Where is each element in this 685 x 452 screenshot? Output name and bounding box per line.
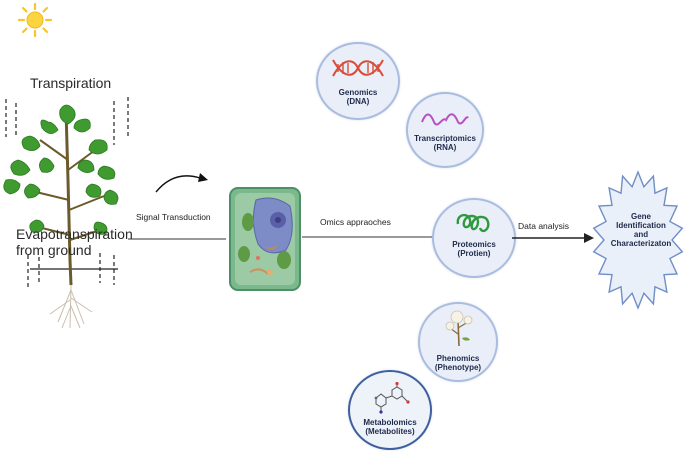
result-line1: Gene	[630, 212, 651, 221]
omic-name: Proteomics	[452, 240, 496, 249]
result-starburst	[592, 170, 684, 310]
result-line2: Identification	[616, 221, 666, 230]
result-line3: and	[633, 230, 649, 239]
result-label: Gene Identification and Characterizaton	[605, 212, 677, 248]
sun-icon	[17, 2, 53, 38]
connector-cell-omics	[302, 236, 434, 238]
genomics-circle: Genomics (DNA)	[316, 42, 400, 120]
evapotranspiration-label: Evapotranspiration from ground	[16, 226, 133, 258]
phenotype-plant-icon	[445, 310, 473, 347]
omic-sub: (Metabolites)	[365, 427, 415, 436]
phenomics-label: Phenomics (Phenotype)	[420, 354, 496, 372]
data-analysis-label: Data analysis	[518, 221, 570, 231]
evapo-line1: Evapotranspiration	[16, 226, 133, 242]
rna-icon	[421, 113, 469, 126]
metabolomics-circle: Metabolomics (Metabolites)	[348, 370, 432, 450]
plant-cell-illustration	[229, 187, 301, 291]
omic-sub: (DNA)	[346, 97, 370, 106]
transcriptomics-label: Transcriptomics (RNA)	[408, 134, 482, 152]
proteomics-circle: Proteomics (Protien)	[432, 198, 516, 278]
curved-arrow-icon	[155, 173, 208, 193]
omics-approaches-label: Omics appraoches	[320, 217, 391, 227]
molecule-icon	[374, 382, 410, 414]
omic-sub: (RNA)	[433, 143, 457, 152]
genomics-label: Genomics (DNA)	[318, 88, 398, 106]
omic-name: Metabolomics	[363, 418, 417, 427]
arrow-to-result-icon	[512, 233, 594, 243]
omic-sub: (Phenotype)	[434, 363, 482, 372]
signal-transduction-label: Signal Transduction	[136, 212, 211, 222]
connector-plant-cell	[128, 238, 226, 240]
phenomics-circle: Phenomics (Phenotype)	[418, 302, 498, 382]
dna-icon	[332, 59, 384, 77]
metabolomics-label: Metabolomics (Metabolites)	[350, 418, 430, 436]
transcriptomics-circle: Transcriptomics (RNA)	[406, 92, 484, 168]
omic-sub: (Protien)	[457, 249, 491, 258]
omic-name: Transcriptomics	[414, 134, 476, 143]
evapo-line2: from ground	[16, 242, 92, 258]
omic-name: Genomics	[338, 88, 378, 97]
protein-icon	[456, 213, 490, 233]
plant-illustration	[3, 104, 119, 329]
omic-name: Phenomics	[436, 354, 480, 363]
proteomics-label: Proteomics (Protien)	[434, 240, 514, 258]
vapor-dashes	[5, 97, 129, 287]
result-line4: Characterizaton	[610, 239, 672, 248]
transpiration-label: Transpiration	[30, 75, 112, 91]
